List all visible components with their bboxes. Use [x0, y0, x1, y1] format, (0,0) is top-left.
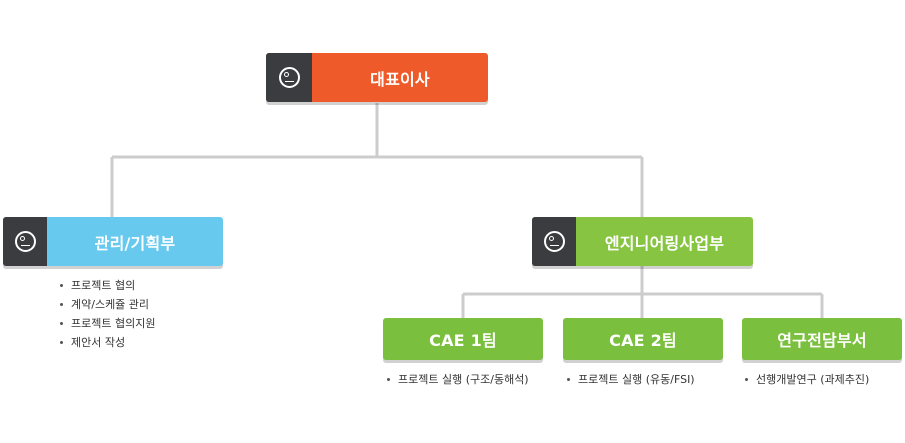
research-dept-duties: 선행개발연구 (과제추진): [743, 370, 869, 389]
cae1-team-box: CAE 1팀: [383, 318, 543, 360]
duty-item: 프로젝트 실행 (유동/FSI): [565, 370, 695, 389]
engineering-box: 엔지니어링사업부: [532, 217, 753, 266]
ceo-label: 대표이사: [370, 69, 430, 89]
management-box: 관리/기획부: [3, 217, 223, 266]
ceo-connector: [110, 103, 644, 217]
management-duties: 프로젝트 협의 계약/스케쥴 관리 프로젝트 협의지원 제안서 작성: [58, 276, 155, 352]
research-dept-box: 연구전담부서: [742, 318, 902, 360]
cae2-team-duties: 프로젝트 실행 (유동/FSI): [565, 370, 695, 389]
research-dept-label: 연구전담부서: [777, 331, 867, 350]
cae2-team-label: CAE 2팀: [609, 331, 677, 350]
ceo-box: 대표이사: [266, 53, 488, 102]
duty-item: 선행개발연구 (과제추진): [743, 370, 869, 389]
insight-logo-icon: [278, 67, 300, 88]
ceo-badge: [266, 53, 312, 102]
duty-item: 프로젝트 협의지원: [58, 314, 155, 333]
cae2-team-box: CAE 2팀: [563, 318, 723, 360]
cae1-team-duties: 프로젝트 실행 (구조/동해석): [385, 370, 529, 389]
engineering-badge: [532, 217, 576, 266]
engineering-connector: [461, 266, 824, 318]
duty-item: 계약/스케쥴 관리: [58, 295, 155, 314]
engineering-label: 엔지니어링사업부: [604, 233, 725, 253]
cae1-team-label: CAE 1팀: [429, 331, 497, 350]
insight-logo-icon: [543, 231, 565, 252]
duty-item: 제안서 작성: [58, 333, 155, 352]
management-badge: [3, 217, 47, 266]
management-label: 관리/기획부: [94, 233, 176, 253]
insight-logo-icon: [14, 231, 36, 252]
duty-item: 프로젝트 협의: [58, 276, 155, 295]
duty-item: 프로젝트 실행 (구조/동해석): [385, 370, 529, 389]
